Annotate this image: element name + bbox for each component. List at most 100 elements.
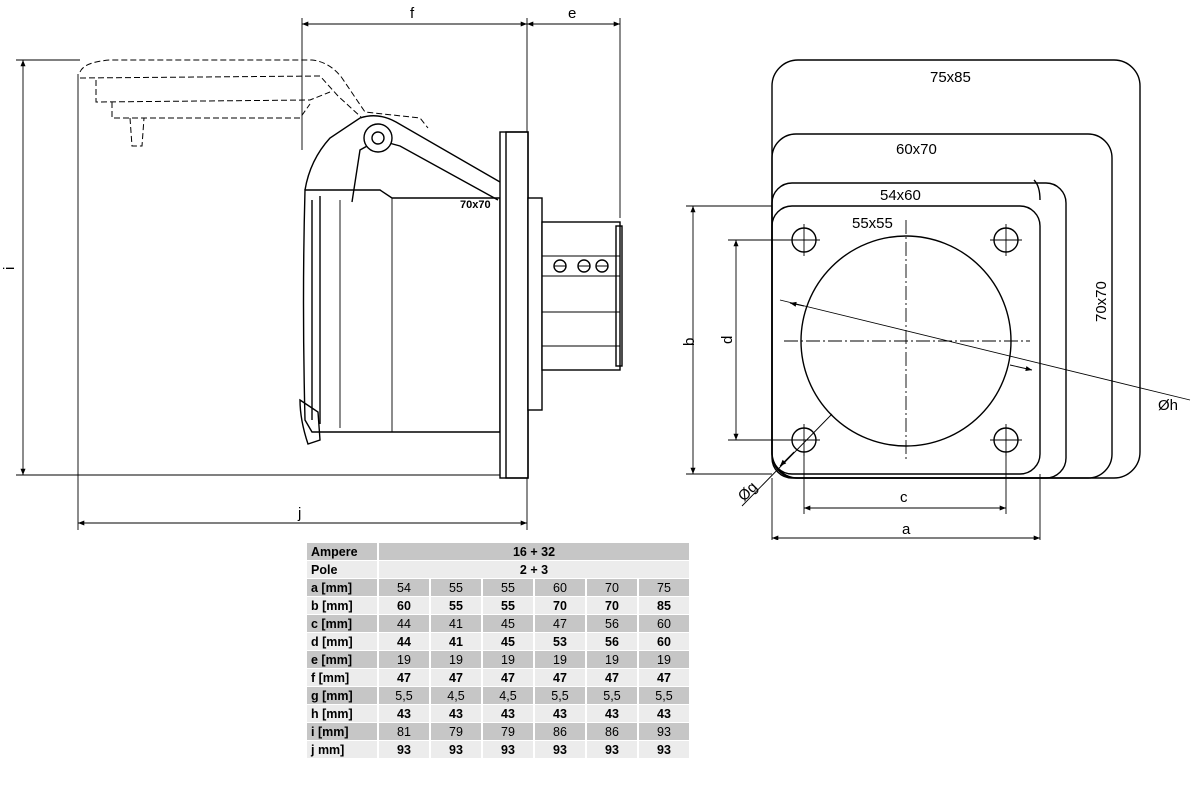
table-cell: 5,5 — [535, 687, 585, 704]
table-cell: 93 — [587, 741, 637, 758]
housing-front-edge — [311, 196, 321, 424]
table-row-ampere: Ampere 16 + 32 — [307, 543, 689, 560]
row-label: c [mm] — [307, 615, 377, 632]
table-cell: 4,5 — [483, 687, 533, 704]
pole-value: 2 + 3 — [379, 561, 689, 578]
table-cell: 19 — [535, 651, 585, 668]
table-cell: 5,5 — [587, 687, 637, 704]
rear-body — [541, 221, 621, 371]
dim-h-leader — [779, 299, 1191, 401]
table-cell: 47 — [483, 669, 533, 686]
dim-f-label: f — [410, 5, 415, 22]
table-cell: 5,5 — [379, 687, 429, 704]
lid-outline — [79, 59, 429, 129]
dim-h-label: Øh — [1158, 397, 1178, 414]
plate-label-60x70: 60x70 — [896, 141, 937, 158]
table-cell: 70 — [535, 597, 585, 614]
dim-j-label: j — [297, 505, 301, 522]
table-cell: 43 — [379, 705, 429, 722]
rear-cap — [615, 225, 623, 367]
table-cell: 79 — [483, 723, 533, 740]
table-cell: 45 — [483, 615, 533, 632]
mounting-holes — [788, 224, 1022, 456]
dim-i-label: i — [1, 267, 18, 270]
row-label: i [mm] — [307, 723, 377, 740]
housing-hinge — [304, 115, 501, 191]
table-cell: 55 — [431, 579, 481, 596]
plate-label-75x85: 75x85 — [930, 69, 971, 86]
plate-label-70x70: 70x70 — [1093, 281, 1110, 322]
flange-plate — [499, 131, 529, 479]
front-dimensions: b d c a — [681, 205, 1041, 540]
table-cell: 86 — [535, 723, 585, 740]
rear-collar — [527, 197, 543, 411]
table-cell: 55 — [431, 597, 481, 614]
table-cell: 43 — [639, 705, 689, 722]
table-cell: 4,5 — [431, 687, 481, 704]
table-cell: 19 — [431, 651, 481, 668]
row-label: g [mm] — [307, 687, 377, 704]
row-label: e [mm] — [307, 651, 377, 668]
table-cell: 56 — [587, 615, 637, 632]
table-cell: 44 — [379, 633, 429, 650]
table-cell: 41 — [431, 633, 481, 650]
side-view: 70x70 — [79, 59, 623, 479]
plate-55x55 — [771, 205, 1041, 475]
hinge-pin-outer — [363, 123, 393, 153]
table-cell: 19 — [483, 651, 533, 668]
table-cell: 85 — [639, 597, 689, 614]
flange-label: 70x70 — [460, 199, 491, 211]
table-cell: 60 — [639, 615, 689, 632]
table-cell: 60 — [379, 597, 429, 614]
table-cell: 43 — [483, 705, 533, 722]
table-cell: 19 — [639, 651, 689, 668]
housing-outline — [302, 189, 501, 433]
table-cell: 43 — [431, 705, 481, 722]
row-label: f [mm] — [307, 669, 377, 686]
table-cell: 45 — [483, 633, 533, 650]
table-cell: 55 — [483, 597, 533, 614]
table-cell: 55 — [483, 579, 533, 596]
dim-b-label: b — [681, 338, 698, 346]
plate-54x60 — [771, 182, 1067, 479]
dim-g-label: Øg — [735, 479, 761, 505]
table-cell: 56 — [587, 633, 637, 650]
row-label: h [mm] — [307, 705, 377, 722]
ampere-label: Ampere — [307, 543, 377, 560]
side-dimensions: f e i j — [1, 5, 621, 530]
table-cell: 47 — [379, 669, 429, 686]
table-cell: 47 — [535, 669, 585, 686]
plate-label-55x55: 55x55 — [852, 215, 893, 232]
row-label: d [mm] — [307, 633, 377, 650]
table-cell: 79 — [431, 723, 481, 740]
table-cell: 93 — [639, 741, 689, 758]
table-cell: 81 — [379, 723, 429, 740]
lid-outline-inner — [79, 75, 363, 119]
dim-g-leader — [741, 413, 833, 507]
front-view: 75x85 60x70 54x60 55x55 70x70 Øh Øg — [735, 59, 1191, 507]
table-cell: 19 — [587, 651, 637, 668]
table-cell: 60 — [535, 579, 585, 596]
dim-c-label: c — [900, 489, 908, 506]
table-cell: 47 — [535, 615, 585, 632]
table-row-pole: Pole 2 + 3 — [307, 561, 689, 578]
table-cell: 86 — [587, 723, 637, 740]
dim-d-label: d — [719, 336, 736, 344]
table-cell: 93 — [535, 741, 585, 758]
plate-60x70 — [771, 133, 1113, 479]
lid-latch-hook — [129, 117, 145, 147]
table-cell: 70 — [587, 597, 637, 614]
table-cell: 47 — [431, 669, 481, 686]
table-cell: 44 — [379, 615, 429, 632]
lid-latch — [111, 102, 311, 119]
plate-75x85 — [771, 59, 1141, 479]
table-cell: 47 — [587, 669, 637, 686]
